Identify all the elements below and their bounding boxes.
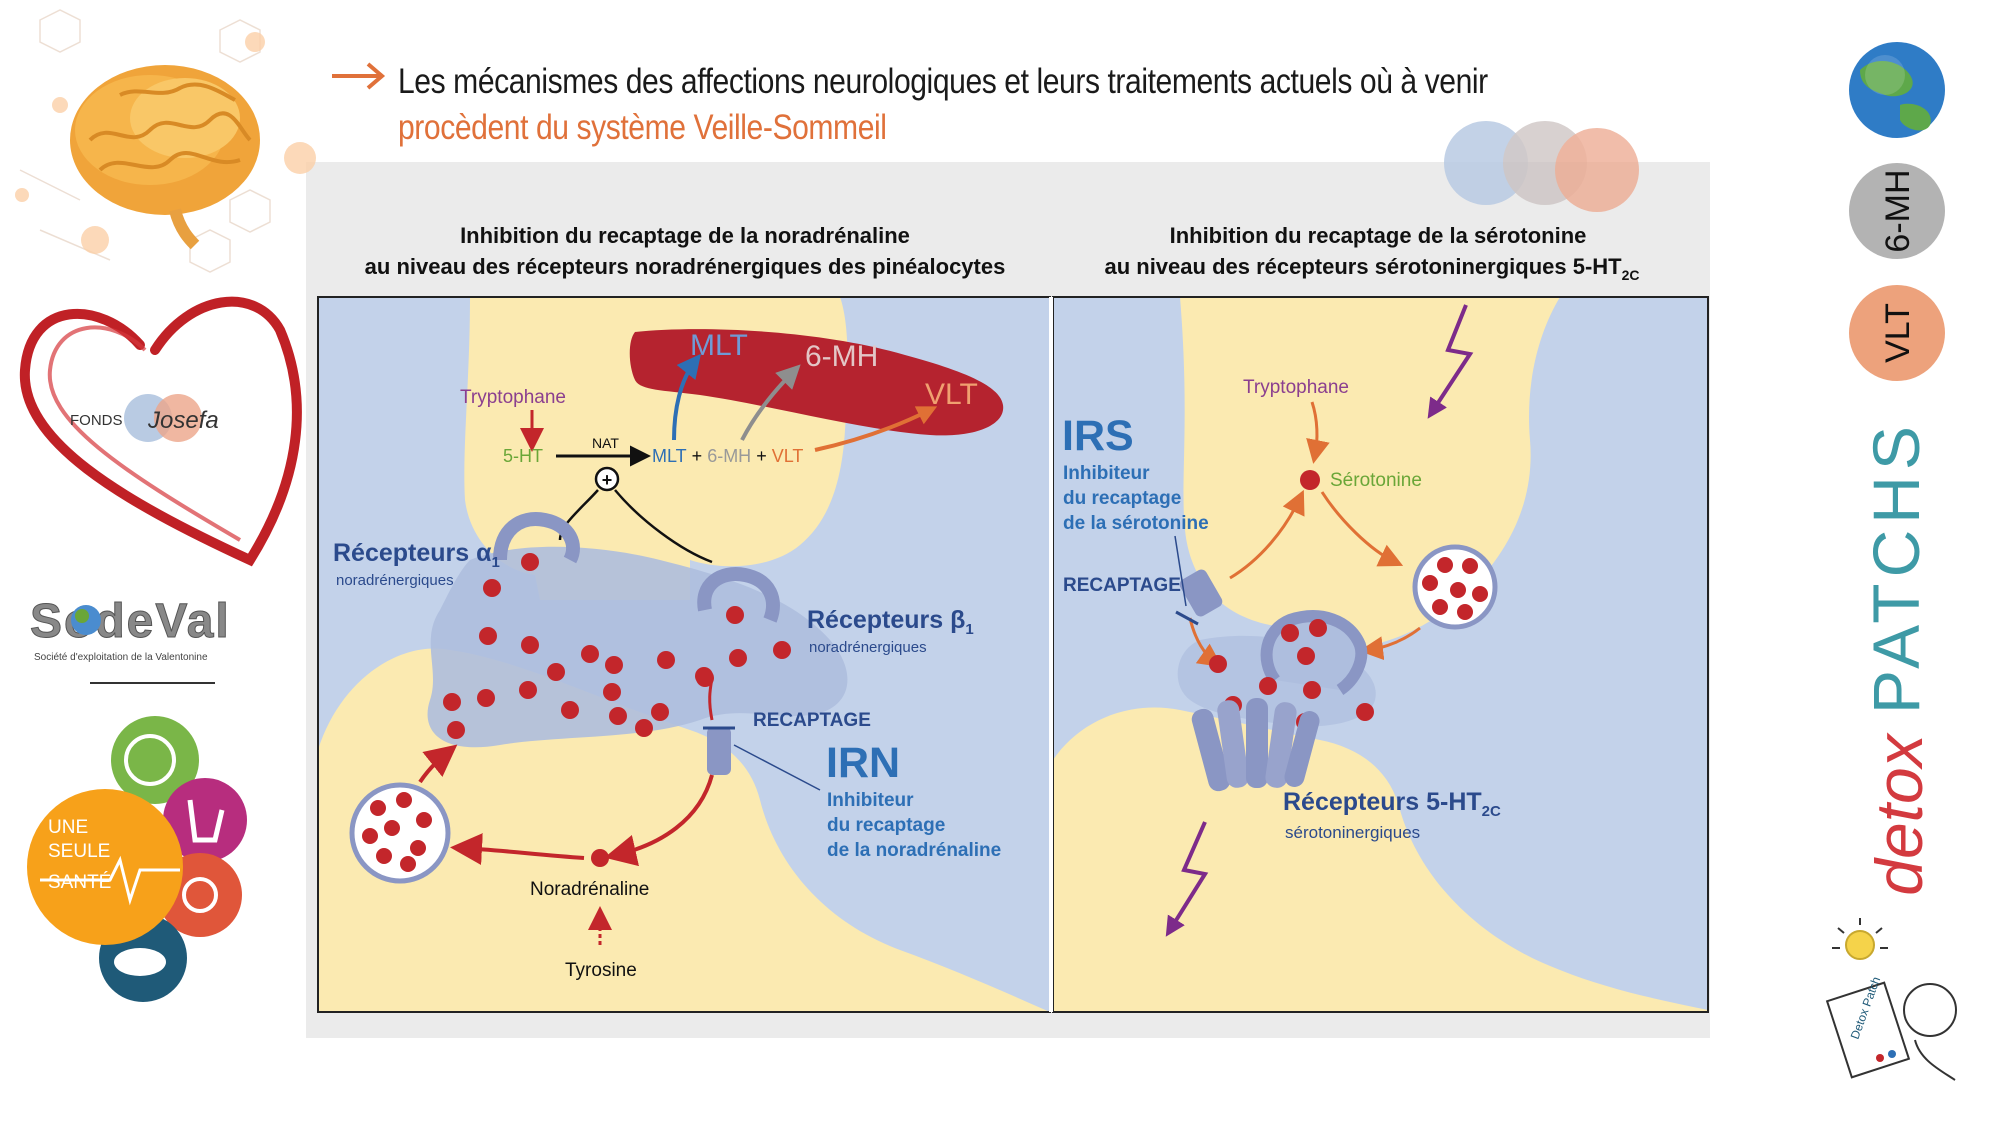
page-title-line-2: procèdent du système Veille-Sommeil [398, 108, 887, 147]
right-reuptake-transporter [1179, 569, 1223, 617]
tyrosine-label: Tyrosine [565, 960, 637, 981]
beta-receptors-label: Récepteurs β1 [807, 606, 974, 638]
five-ht-label: 5-HT [503, 446, 543, 466]
irn-line-2: du recaptage [827, 815, 945, 836]
tryptophane-to-serotonin-arrow [1306, 401, 1330, 464]
mlt-to-vessel-arrow [672, 353, 701, 441]
irn-acronym: IRN [826, 739, 900, 787]
une-seule-sante-line-2: SEULE [48, 841, 110, 862]
patchs-word: PATCHS [1859, 420, 1933, 714]
sodeval-name: SodeVal [30, 595, 231, 648]
sodeval-tagline: Société d'exploitation de la Valentonine [34, 652, 208, 663]
page-title-line-1: Les mécanismes des affections neurologiq… [398, 62, 1488, 101]
6mh-to-vessel-arrow [740, 364, 801, 441]
right-panel-heading-2: au niveau des récepteurs sérotoninergiqu… [1104, 254, 1639, 283]
noradrenaline-to-vesicle-arrow [450, 833, 585, 866]
plus-circle-icon [594, 466, 620, 492]
title-arrow-icon [332, 62, 386, 90]
detox-patchs-logo: PATCHS detox [1859, 420, 1936, 896]
svg-text:+: + [602, 470, 613, 490]
josefa-word: Josefa [147, 407, 219, 434]
right-panel-heading-1: Inhibition du recaptage de la sérotonine [1170, 223, 1587, 248]
noradrenaline-dots [443, 553, 791, 739]
irs-line-2: du recaptage [1063, 488, 1181, 509]
irn-line-1: Inhibiteur [827, 790, 914, 811]
reuptake-to-serotonin-arrow [1229, 489, 1305, 580]
serotonin-dot [1300, 470, 1320, 490]
serotonin-to-vesicle-arrow [1320, 491, 1404, 567]
irn-line-3: de la noradrénaline [827, 840, 1001, 861]
alpha-receptors-label: Récepteurs α1 [333, 539, 500, 571]
blood-vessel [629, 329, 1004, 436]
sodeval-logo: SodeVal Société d'exploitation de la Val… [30, 595, 231, 684]
outgoing-signal-bolt-icon [1165, 821, 1209, 937]
vesicle-to-release-arrow [1359, 626, 1421, 661]
beta-activation-line [614, 489, 713, 564]
irs-acronym: IRS [1062, 412, 1134, 460]
une-seule-sante-logo: UNE SEULE SANTÉ [27, 716, 247, 1002]
left-recaptage-label: RECAPTAGE [753, 710, 871, 731]
beta-receptor [697, 567, 780, 623]
vessel-vlt-label: VLT [925, 378, 978, 411]
reuptake-to-noradrenaline-arrow [604, 774, 714, 867]
beta-receptors-type: noradrénergiques [809, 639, 927, 656]
irs-line-3: de la sérotonine [1063, 513, 1209, 534]
noradrenaline-dot [591, 849, 609, 867]
vlt-badge: VLT [1849, 285, 1945, 381]
vessel-mlt-label: MLT [690, 329, 748, 362]
vessel-6mh-label: 6-MH [805, 340, 878, 373]
product-chain: MLT+6-MH+VLT [652, 446, 803, 466]
alpha-receptors-type: noradrénergiques [336, 572, 454, 589]
6mh-badge: 6-MH [1849, 163, 1945, 259]
globe-icon [1849, 42, 1945, 138]
brain-logo [15, 9, 316, 273]
noradrenaline-label: Noradrénaline [530, 879, 649, 900]
left-panel-heading-2: au niveau des récepteurs noradrénergique… [365, 254, 1006, 279]
left-panel-heading-1: Inhibition du recaptage de la noradrénal… [460, 223, 910, 248]
right-recaptage-label: RECAPTAGE [1063, 575, 1181, 596]
alpha-receptor [493, 512, 580, 564]
serotonine-label: Sérotonine [1330, 470, 1422, 491]
irs-line-1: Inhibiteur [1063, 463, 1150, 484]
fonds-josefa-logo: FONDS Josefa [19, 296, 302, 567]
vlt-to-vessel-arrow [814, 406, 938, 452]
5ht2c-receptors-label: Récepteurs 5-HT2C [1283, 788, 1501, 820]
left-tryptophane-label: Tryptophane [460, 387, 566, 408]
5ht2c-receptor [1191, 698, 1320, 792]
overlapping-circles-decoration [1444, 121, 1639, 212]
fonds-word: FONDS [70, 412, 123, 429]
alpha-activation-line [558, 489, 599, 541]
vlt-badge-label: VLT [1879, 303, 1917, 363]
6mh-badge-label: 6-MH [1879, 169, 1917, 252]
vesicle-to-cleft-arrow [418, 744, 458, 784]
detox-word: detox [1862, 732, 1936, 895]
5ht2c-receptors-type: sérotoninergiques [1285, 823, 1420, 842]
incoming-signal-bolt-icon [1427, 304, 1474, 419]
nat-label: NAT [592, 435, 619, 451]
right-tryptophane-label: Tryptophane [1243, 377, 1349, 398]
detox-patch-illustration: Detox Patch [1825, 918, 1957, 1081]
une-seule-sante-line-1: UNE [48, 817, 88, 838]
left-reuptake-transporter [707, 727, 731, 775]
une-seule-sante-line-3: SANTÉ [48, 872, 111, 893]
